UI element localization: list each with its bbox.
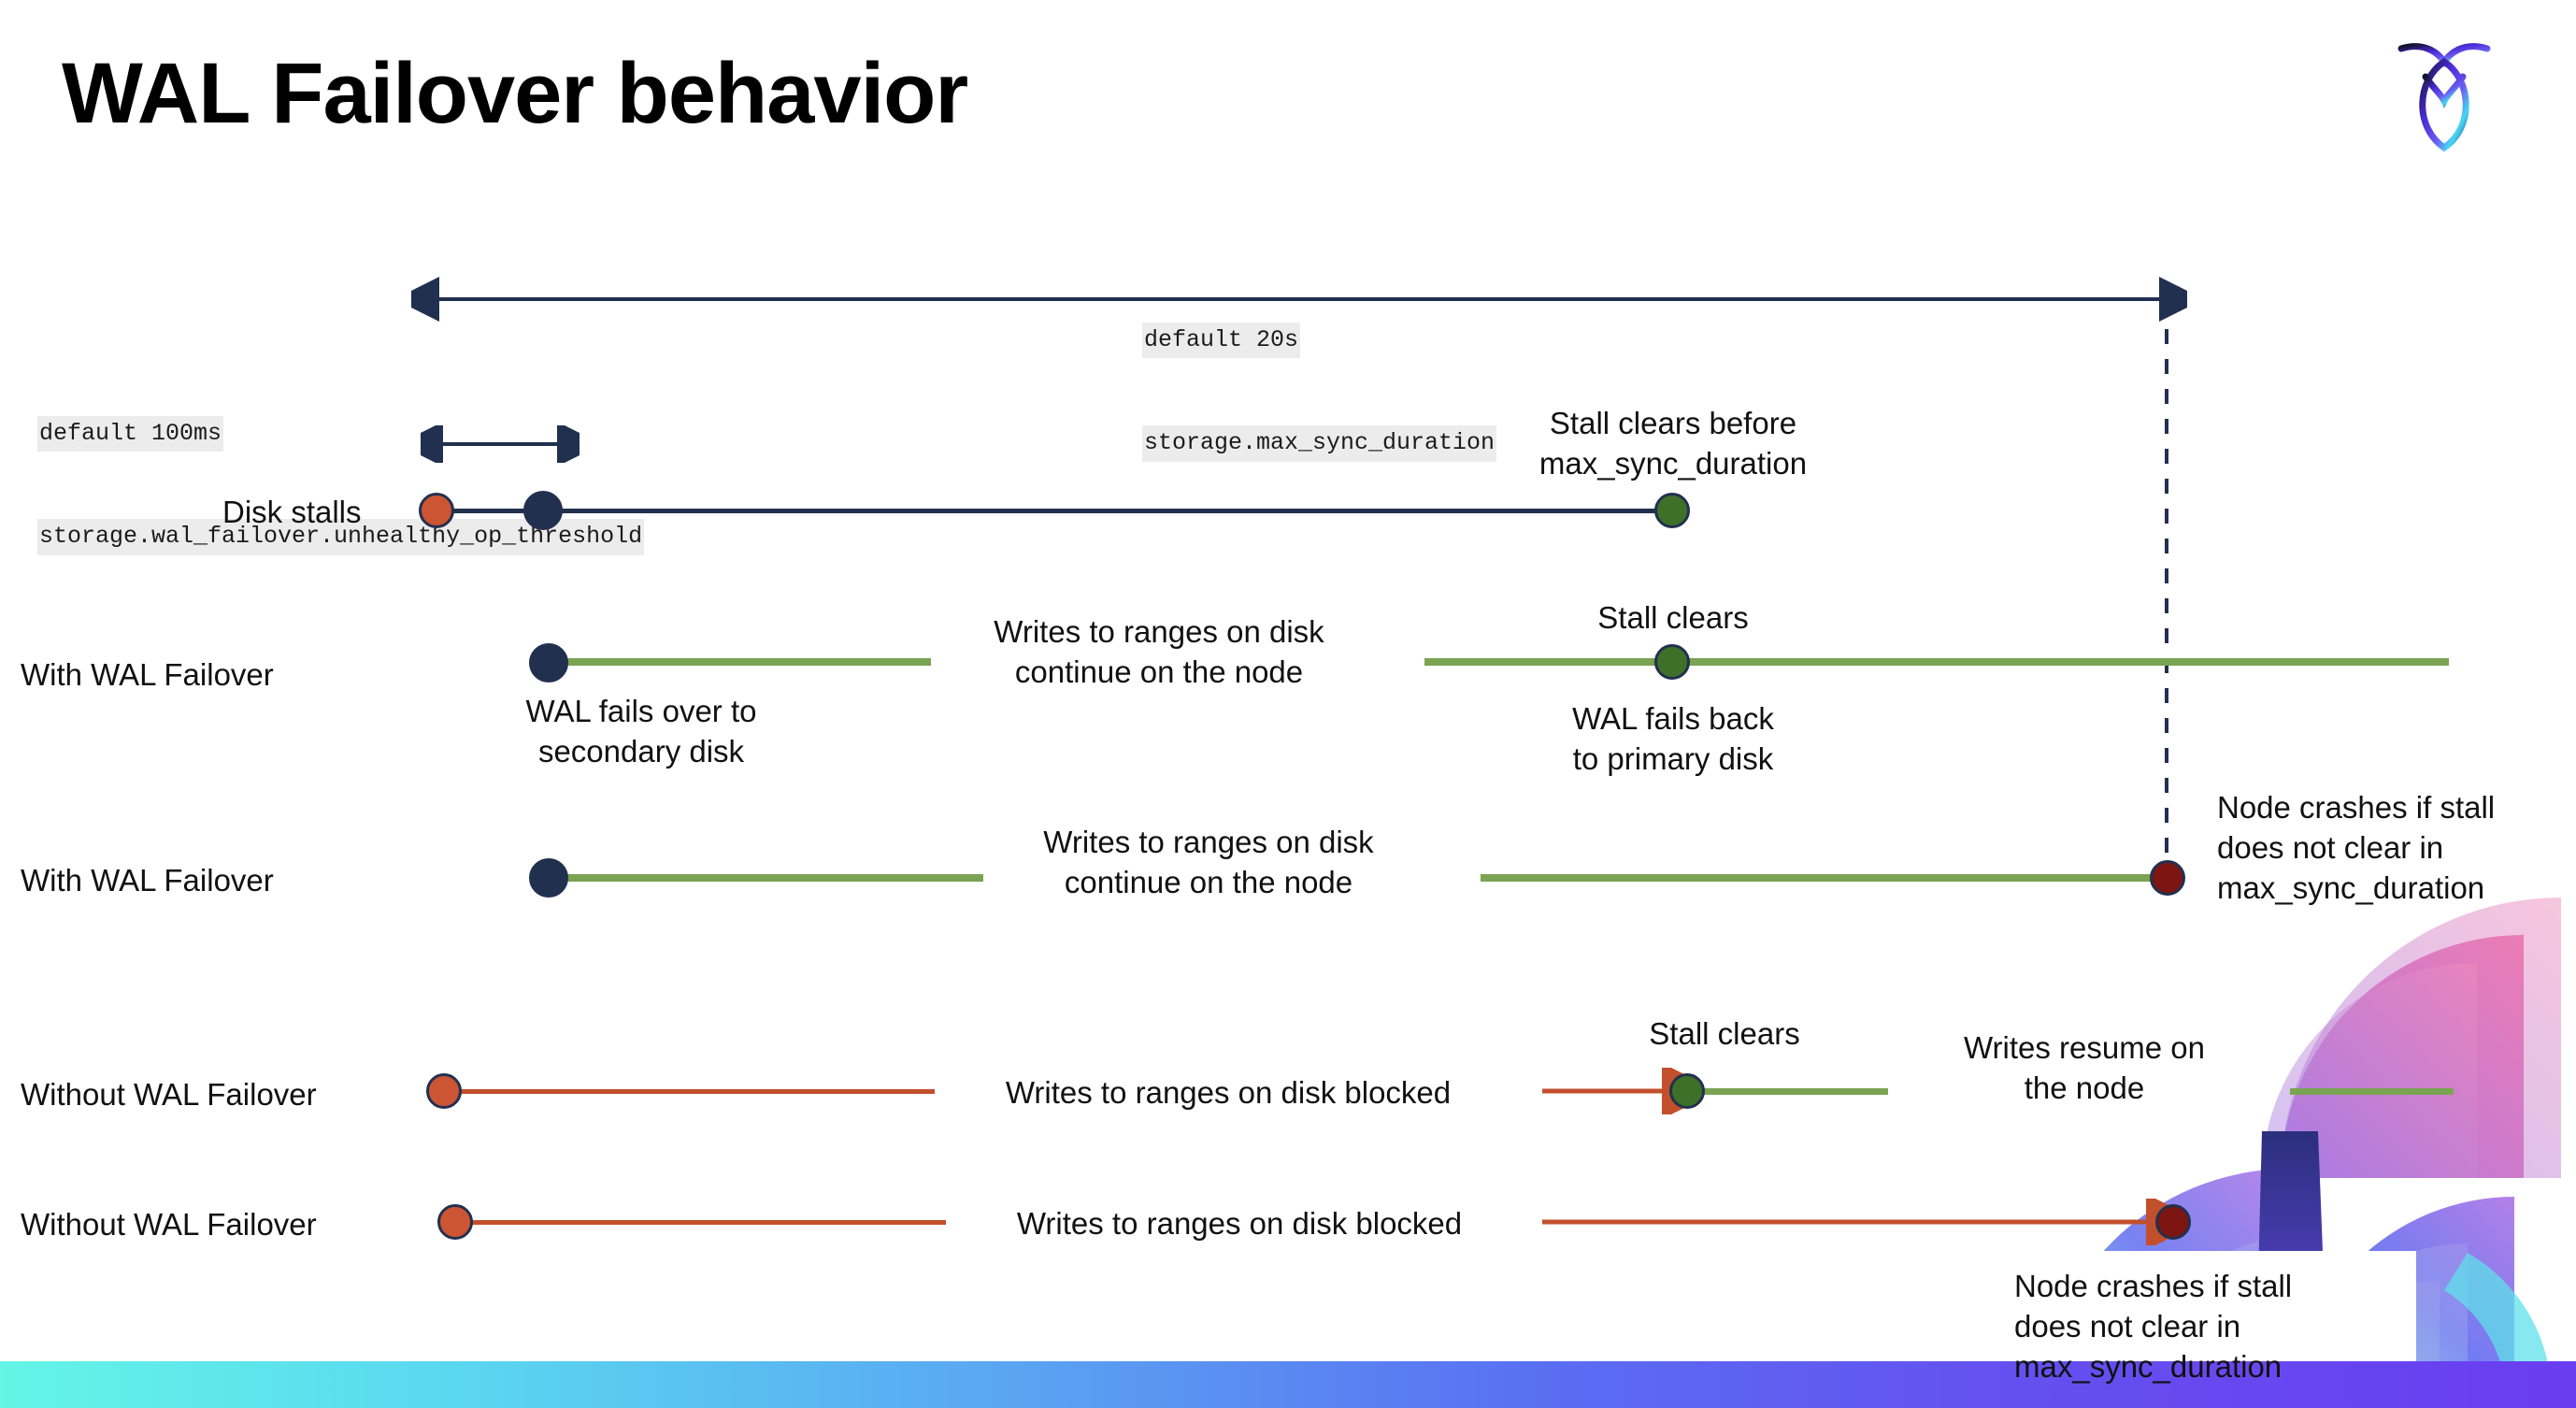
row-label-without-wal-failover-2: Without WAL Failover — [21, 1207, 317, 1242]
annotation-stall-clears-2: Stall clears — [1649, 1016, 1800, 1051]
max-sync-duration-arrow — [411, 277, 2187, 322]
annotation-wal-fails-back: WAL fails back to primary disk — [1572, 701, 1774, 776]
unhealthy-op-threshold-arrow — [421, 425, 580, 463]
max-sync-default-value: default 20s — [1142, 322, 1301, 358]
bottom-gradient-bar — [0, 1361, 2576, 1408]
row-label-without-wal-failover-1: Without WAL Failover — [21, 1077, 317, 1112]
with-failover-2-failover-dot — [529, 858, 568, 898]
max-sync-duration-code-label: default 20s storage.max_sync_duration — [1142, 254, 1497, 529]
with-failover-2-segment-right — [1481, 874, 2180, 882]
without-failover-1-resume-left — [1701, 1088, 1888, 1095]
with-failover-1-failover-dot — [529, 643, 568, 682]
with-failover-2-segment-left — [548, 874, 983, 882]
annotation-node-crashes-2: Node crashes if stall does not clear in … — [2014, 1269, 2293, 1384]
without-failover-1-stall-clear-dot — [1669, 1073, 1705, 1109]
max-sync-duration-dashed-line — [2165, 299, 2168, 879]
with-failover-2-crash-dot — [2150, 860, 2185, 896]
without-failover-1-stall-start-dot — [426, 1073, 462, 1109]
unhealthy-default-value: default 100ms — [37, 415, 224, 452]
annotation-stall-clears-1: Stall clears — [1597, 600, 1749, 635]
with-failover-1-stall-clear-dot — [1654, 644, 1690, 680]
without-failover-2-blocked-left — [460, 1220, 946, 1225]
row-label-disk-stalls: Disk stalls — [222, 495, 362, 529]
without-failover-1-blocked-left — [449, 1089, 935, 1094]
without-failover-2-blocked-arrow — [1542, 1199, 2178, 1245]
page-title: WAL Failover behavior — [62, 46, 968, 141]
max-sync-setting-name: storage.max_sync_duration — [1142, 425, 1497, 462]
without-failover-1-resume-right — [2290, 1088, 2454, 1095]
without-failover-2-crash-dot — [2155, 1204, 2191, 1240]
annotation-writes-blocked-1: Writes to ranges on disk blocked — [1005, 1075, 1452, 1110]
annotation-writes-blocked-2: Writes to ranges on disk blocked — [1016, 1206, 1463, 1241]
cockroachdb-logo-icon — [2388, 28, 2500, 159]
annotation-writes-continue-1: Writes to ranges on disk continue on the… — [994, 614, 1324, 689]
disk-stall-clear-dot — [1654, 493, 1690, 528]
row-label-with-wal-failover-2: With WAL Failover — [21, 863, 274, 898]
unhealthy-op-threshold-code-label: default 100ms storage.wal_failover.unhea… — [37, 348, 645, 623]
annotation-writes-continue-2: Writes to ranges on disk continue on the… — [1043, 825, 1374, 899]
disk-stall-failover-dot — [523, 491, 563, 530]
annotation-wal-fails-over: WAL fails over to secondary disk — [525, 694, 757, 769]
annotation-node-crashes-1: Node crashes if stall does not clear in … — [2217, 790, 2496, 905]
without-failover-2-stall-start-dot — [437, 1204, 473, 1240]
annotation-writes-resume: Writes resume on the node — [1964, 1030, 2205, 1105]
disk-stalls-timeline — [439, 509, 1682, 513]
with-failover-1-segment-right — [1424, 658, 2449, 666]
without-failover-1-blocked-arrow — [1542, 1068, 1692, 1114]
annotation-stall-clears-before: Stall clears before max_sync_duration — [1538, 406, 1808, 481]
disk-stall-start-dot — [419, 493, 454, 528]
with-failover-1-segment-left — [548, 658, 931, 666]
row-label-with-wal-failover-1: With WAL Failover — [21, 657, 274, 692]
